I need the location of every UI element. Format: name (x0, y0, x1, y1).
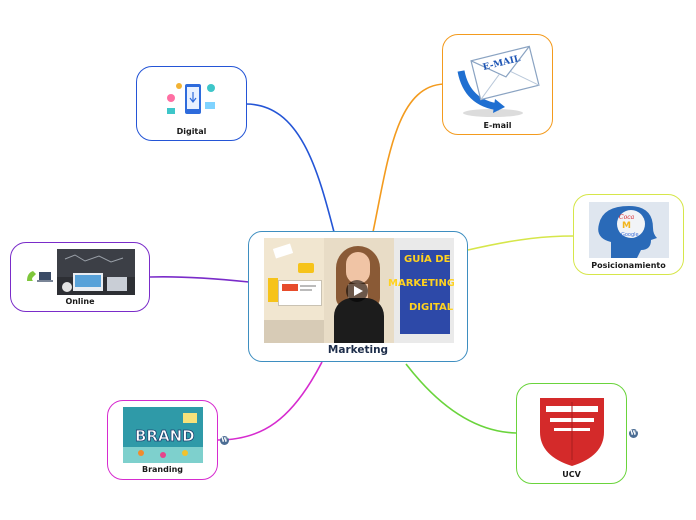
node-branding-label: Branding (141, 465, 184, 474)
link-email (372, 83, 445, 233)
video-thumbnail[interactable]: GUÍA DE MARKETING DIGITAL (264, 238, 454, 343)
node-online[interactable]: Online (10, 242, 150, 312)
link-posicionamiento (467, 235, 575, 251)
head-brands-icon: Coca M Google (589, 202, 669, 258)
thumb-line-2: MARKETING (388, 278, 454, 289)
google-badge: Google (621, 232, 639, 238)
svg-text:Coca: Coca (619, 214, 635, 221)
link-branding (217, 361, 323, 441)
link-ucv (405, 363, 517, 434)
laptop-icon (57, 249, 135, 295)
svg-text:BRAND: BRAND (135, 427, 195, 445)
node-email-label: E-mail (483, 121, 512, 130)
thumb-line-3: DIGITAL (409, 302, 454, 313)
thumb-line-1: GUÍA DE (404, 254, 451, 265)
node-posicionamiento-label: Posicionamiento (591, 261, 666, 270)
play-icon[interactable] (346, 280, 368, 302)
node-branding[interactable]: BRAND Branding (107, 400, 218, 480)
phone-laptop-icon (25, 269, 55, 285)
node-ucv[interactable]: UCV (516, 383, 627, 484)
svg-text:M: M (622, 221, 631, 231)
brand-badge: BRAND (135, 427, 195, 446)
brand-letters-icon: BRAND (123, 407, 203, 463)
link-online (149, 275, 250, 283)
node-digital[interactable]: Digital (136, 66, 247, 141)
node-online-label: Online (65, 297, 95, 306)
ucv-shield-icon (532, 390, 612, 468)
wordpress-icon[interactable]: W (629, 429, 638, 438)
link-digital (245, 103, 335, 233)
node-email[interactable]: E-MAIL E-mail (442, 34, 553, 135)
mobile-marketing-icon (163, 78, 223, 122)
email-envelope-icon: E-MAIL (457, 41, 541, 119)
node-posicionamiento[interactable]: Coca M Google Posicionamiento (573, 194, 684, 275)
central-node-title: Marketing (327, 344, 389, 356)
central-node-marketing[interactable]: GUÍA DE MARKETING DIGITAL Marketing (248, 231, 468, 362)
wordpress-icon[interactable]: W (220, 436, 229, 445)
node-ucv-label: UCV (562, 470, 581, 479)
node-digital-label: Digital (176, 127, 207, 136)
